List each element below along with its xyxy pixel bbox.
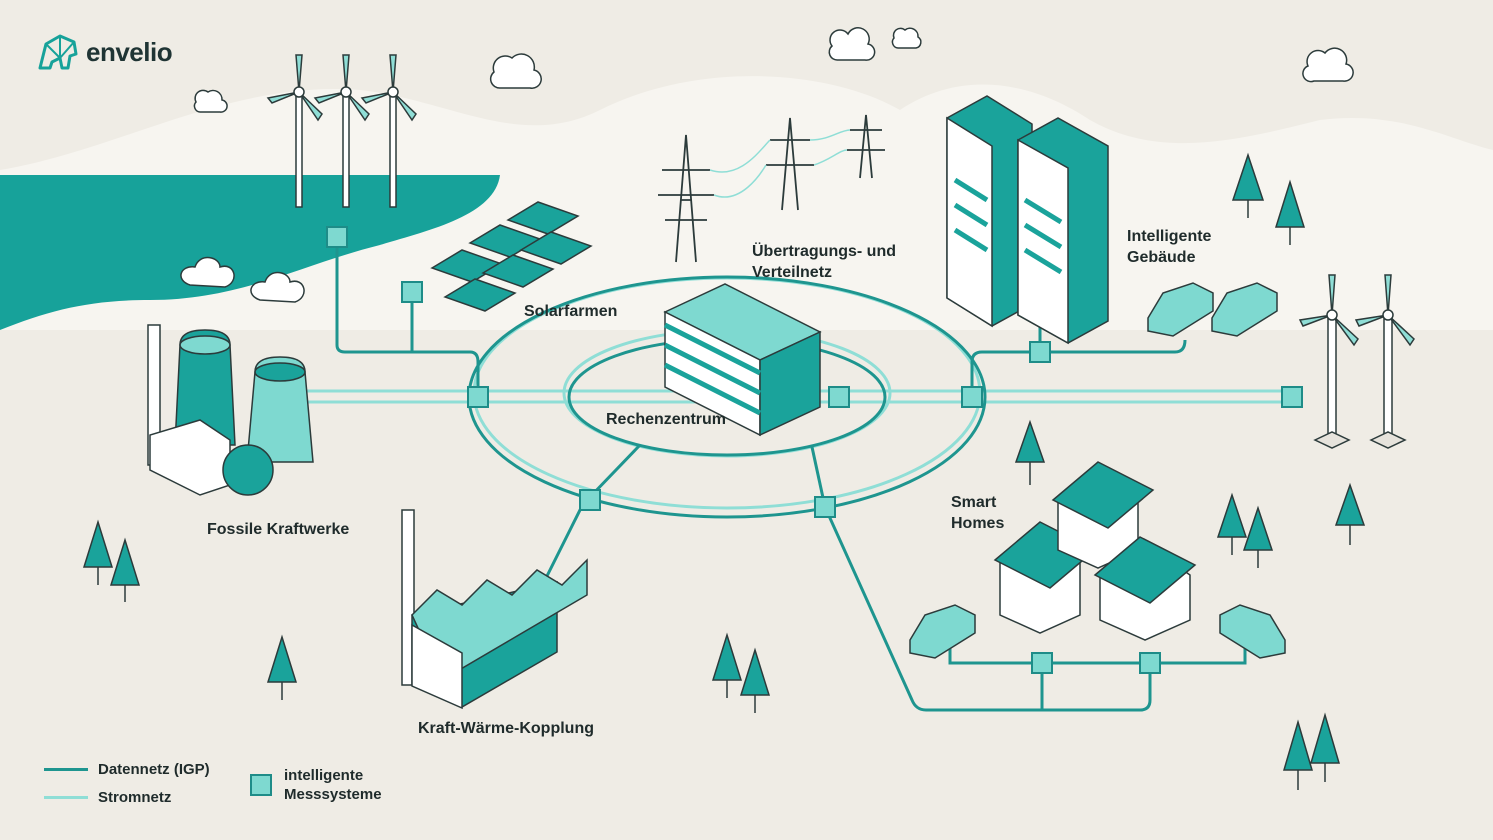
intelligent-buildings [946,95,1109,345]
solar-farm [430,201,593,312]
label-line: Intelligente [1127,228,1212,245]
label-data-center: Rechenzentrum [606,411,727,428]
legend-meter-label: intelligente Messsysteme [284,766,382,804]
legend-meter-line: intelligente [284,767,364,784]
label-intelligent-buildings: Intelligente Gebäude [1127,226,1211,268]
brand-name: envelio [86,36,173,67]
legend-data-network: Datennetz (IGP) [44,760,210,779]
label-transmission-grid: Übertragungs- und Verteilnetz [752,241,896,283]
legend-power-network: Stromnetz [44,788,171,807]
hills-background [0,76,1493,330]
label-fossil-power-plants: Fossile Kraftwerke [207,521,350,538]
clouds [193,27,1354,113]
trees [82,152,1366,790]
smart-homes [993,461,1197,641]
label-line: Smart [951,494,997,511]
chp-factory [401,509,588,710]
electric-cars [909,282,1286,659]
legend-smart-meters: intelligente Messsysteme [250,766,382,804]
legend-meter-line: Messsysteme [284,786,382,803]
label-line: Übertragungs- und [752,243,896,260]
offshore-wind-turbines [266,54,417,208]
legend-data-line-swatch [44,768,88,771]
label-line: Homes [951,515,1005,532]
brand-logo[interactable]: envelio [36,32,173,72]
legend-power-label: Stromnetz [98,789,172,806]
onshore-wind-turbines [1298,274,1415,449]
transmission-towers [658,114,885,263]
legend-meter-swatch [250,774,272,796]
elephant-logo-icon [38,34,78,70]
label-solar-farms: Solarfarmen [524,303,618,320]
legend-data-label: Datennetz (IGP) [98,761,210,778]
sea-area [0,175,500,330]
label-line: Verteilnetz [752,264,833,281]
legend-power-line-swatch [44,796,88,799]
smart-meters [326,226,1303,674]
label-line: Gebäude [1127,249,1196,266]
data-center [663,283,822,437]
label-smart-homes: Smart Homes [951,492,1004,534]
label-chp: Kraft-Wärme-Kopplung [418,720,594,737]
fossil-power-plant [147,256,314,496]
